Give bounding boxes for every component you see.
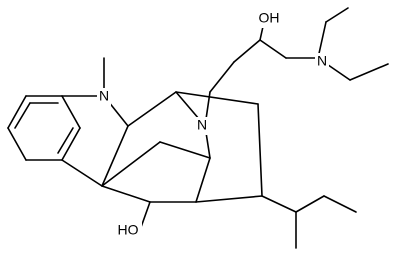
atom-labels: OH N N N HO — [97, 10, 329, 240]
bridge-nitrogen-label: N — [197, 117, 207, 133]
bond — [101, 141, 161, 187]
bond — [195, 195, 263, 203]
bond — [101, 125, 129, 187]
bond — [317, 21, 327, 59]
bond — [261, 195, 297, 213]
bond — [61, 95, 81, 129]
bond — [325, 7, 349, 23]
bond — [127, 91, 177, 127]
bond — [295, 195, 325, 213]
bond-lines — [7, 7, 389, 249]
bond — [101, 185, 151, 203]
hydroxyl-top-label: OH — [259, 10, 280, 26]
bond — [259, 39, 287, 59]
diethylamine-nitrogen-label: N — [317, 53, 327, 69]
bond — [195, 157, 211, 203]
bond — [175, 91, 259, 105]
bond — [7, 95, 27, 129]
bond — [61, 159, 103, 187]
indole-nitrogen-label: N — [99, 88, 109, 104]
bond — [233, 39, 261, 63]
bond — [257, 103, 263, 197]
bond — [209, 61, 235, 93]
bond — [349, 63, 389, 81]
bond — [7, 127, 27, 161]
bond — [159, 141, 211, 159]
double-bond-inner — [14, 102, 31, 129]
bond — [323, 195, 357, 213]
double-bond-inner — [57, 127, 74, 154]
bond — [61, 127, 81, 161]
hydroxyl-bottom-label: HO — [118, 222, 139, 238]
